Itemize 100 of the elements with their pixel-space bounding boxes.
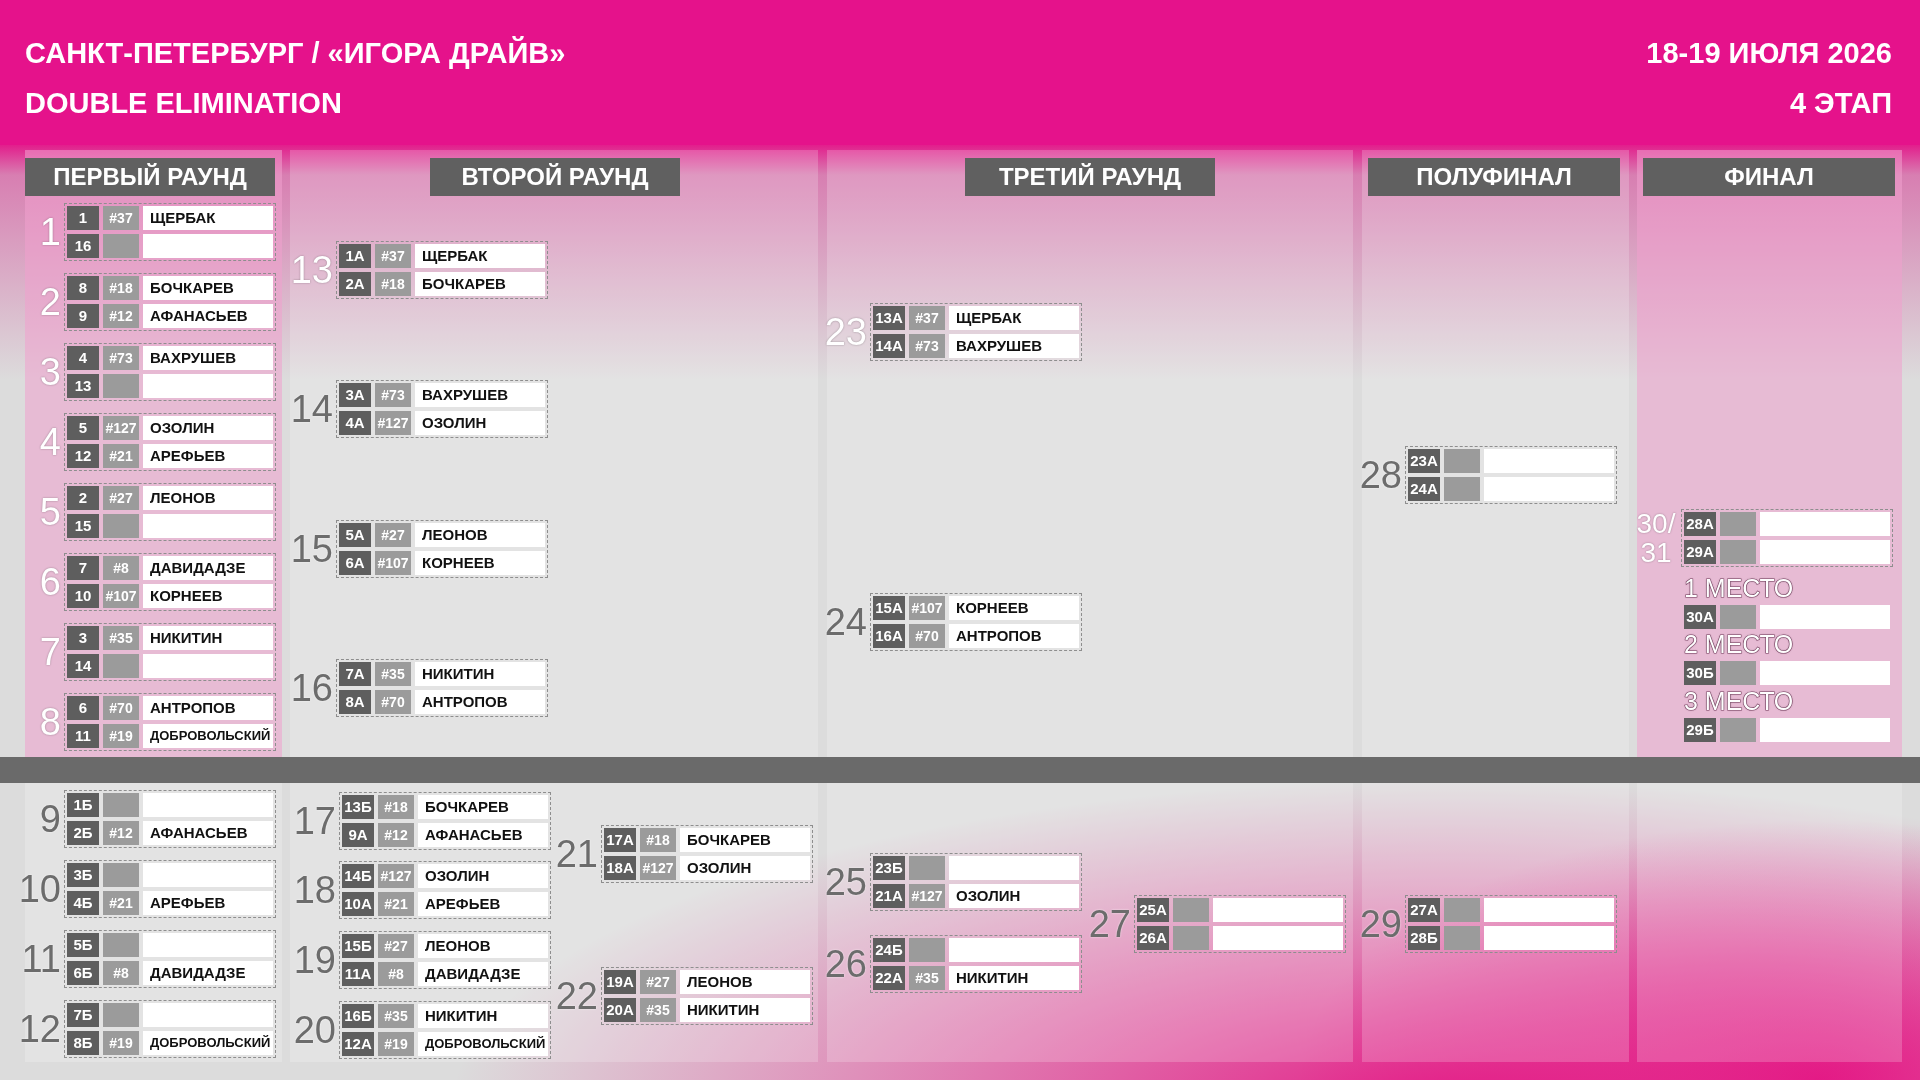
heat-number: 28 — [1359, 456, 1402, 494]
driver-name-field — [949, 938, 1079, 962]
driver-name-field — [1760, 718, 1890, 742]
seed-badge: 30Б — [1684, 661, 1716, 685]
seed-badge: 14 — [67, 654, 99, 678]
seed-badge: 21А — [873, 884, 905, 908]
seed-badge: 9 — [67, 304, 99, 328]
car-number-badge: #18 — [103, 276, 139, 300]
seed-badge: 20А — [604, 998, 636, 1022]
heat-number: 26 — [824, 945, 867, 983]
car-number-badge: #21 — [103, 444, 139, 468]
driver-name-field: КОРНЕЕВ — [143, 584, 273, 608]
driver-name-field: ДАВИДАДЗЕ — [143, 961, 273, 985]
heat-number: 4 — [39, 423, 61, 461]
driver-name-field: КОРНЕЕВ — [949, 596, 1079, 620]
seed-badge: 16А — [873, 624, 905, 648]
seed-badge: 11А — [342, 962, 374, 986]
car-number-badge: #35 — [103, 626, 139, 650]
seed-badge: 29Б — [1684, 718, 1716, 742]
seed-badge: 15Б — [342, 934, 374, 958]
seed-badge: 7 — [67, 556, 99, 580]
car-number-badge: #21 — [103, 891, 139, 915]
car-number-badge: #27 — [378, 934, 414, 958]
driver-name-field — [1213, 926, 1343, 950]
car-number-badge — [1444, 477, 1480, 501]
car-number-badge: #127 — [378, 864, 414, 888]
car-number-badge: #35 — [378, 1004, 414, 1028]
place-label: 2 МЕСТО — [1684, 630, 1794, 658]
driver-name-field — [949, 856, 1079, 880]
heat-number: 10 — [18, 870, 61, 908]
seed-badge: 15 — [67, 514, 99, 538]
car-number-badge: #12 — [103, 304, 139, 328]
heat-number: 2 — [39, 283, 61, 321]
heat-number: 12 — [18, 1010, 61, 1048]
heat-number: 3 — [39, 353, 61, 391]
car-number-badge: #73 — [909, 334, 945, 358]
car-number-badge: #35 — [375, 662, 411, 686]
car-number-badge — [1173, 898, 1209, 922]
heat-number: 14 — [290, 390, 333, 428]
car-number-badge: #18 — [378, 795, 414, 819]
driver-name-field: АНТРОПОВ — [143, 696, 273, 720]
car-number-badge: #70 — [103, 696, 139, 720]
car-number-badge — [103, 1003, 139, 1027]
car-number-badge: #27 — [103, 486, 139, 510]
car-number-badge: #73 — [103, 346, 139, 370]
car-number-badge: #107 — [103, 584, 139, 608]
heat-number: 15 — [290, 530, 333, 568]
heat-number: 9 — [39, 800, 61, 838]
car-number-badge — [909, 938, 945, 962]
seed-badge: 26А — [1137, 926, 1169, 950]
heat-number: 24 — [824, 603, 867, 641]
heat-number: 13 — [290, 251, 333, 289]
driver-name-field: КОРНЕЕВ — [415, 551, 545, 575]
driver-name-field — [1484, 898, 1614, 922]
car-number-badge — [103, 793, 139, 817]
seed-badge: 19А — [604, 970, 636, 994]
stage-label: 4 ЭТАП — [1789, 86, 1892, 120]
driver-name-field: НИКИТИН — [680, 998, 810, 1022]
driver-name-field — [143, 374, 273, 398]
seed-badge: 8Б — [67, 1031, 99, 1055]
format-subtitle: DOUBLE ELIMINATION — [25, 86, 342, 120]
seed-badge: 17А — [604, 828, 636, 852]
driver-name-field: АФАНАСЬЕВ — [143, 821, 273, 845]
car-number-badge: #35 — [909, 966, 945, 990]
car-number-badge: #70 — [909, 624, 945, 648]
car-number-badge: #127 — [640, 856, 676, 880]
heat-number: 22 — [555, 977, 598, 1015]
car-number-badge — [1720, 540, 1756, 564]
seed-badge: 4 — [67, 346, 99, 370]
car-number-badge: #8 — [378, 962, 414, 986]
driver-name-field — [1760, 661, 1890, 685]
car-number-badge — [103, 933, 139, 957]
seed-badge: 13 — [67, 374, 99, 398]
car-number-badge — [103, 654, 139, 678]
car-number-badge: #8 — [103, 961, 139, 985]
seed-badge: 3Б — [67, 863, 99, 887]
seed-badge: 18А — [604, 856, 636, 880]
seed-badge: 2А — [339, 272, 371, 296]
driver-name-field: БОЧКАРЕВ — [680, 828, 810, 852]
seed-badge: 5Б — [67, 933, 99, 957]
place-label: 3 МЕСТО — [1684, 687, 1794, 715]
driver-name-field: АФАНАСЬЕВ — [418, 823, 548, 847]
heat-number: 17 — [293, 802, 336, 840]
car-number-badge: #107 — [909, 596, 945, 620]
driver-name-field: БОЧКАРЕВ — [418, 795, 548, 819]
car-number-badge: #127 — [103, 416, 139, 440]
heat-number: 29 — [1359, 905, 1402, 943]
driver-name-field: ДАВИДАДЗЕ — [143, 556, 273, 580]
driver-name-field: ЛЕОНОВ — [415, 523, 545, 547]
seed-badge: 6А — [339, 551, 371, 575]
seed-badge: 10А — [342, 892, 374, 916]
driver-name-field — [143, 793, 273, 817]
driver-name-field: АРЕФЬЕВ — [418, 892, 548, 916]
car-number-badge — [103, 374, 139, 398]
heat-number: 11 — [21, 940, 61, 978]
car-number-badge: #37 — [103, 206, 139, 230]
driver-name-field: ОЗОЛИН — [949, 884, 1079, 908]
car-number-badge: #37 — [909, 306, 945, 330]
car-number-badge — [1720, 605, 1756, 629]
seed-badge: 9А — [342, 823, 374, 847]
